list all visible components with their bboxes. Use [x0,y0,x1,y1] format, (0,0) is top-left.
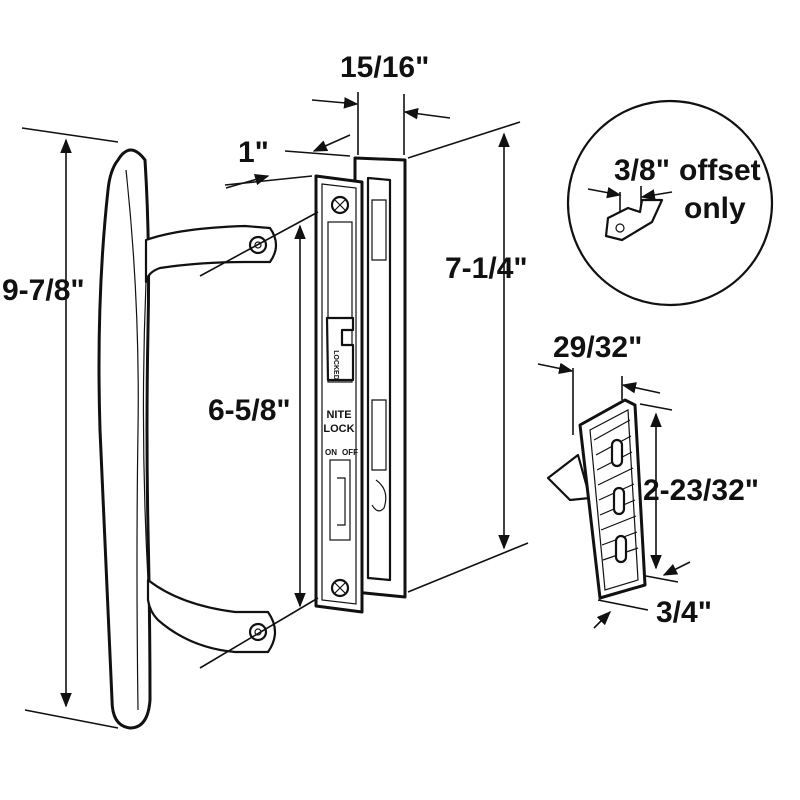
dim-offset-word: offset [679,154,761,187]
face-plate [314,174,364,614]
lock-label: LOCK [323,423,354,435]
dim-keeper-depth: 3/4" [656,596,712,629]
on-label: ON [325,448,337,457]
keeper [546,398,647,600]
dim-keeper-length: 2-23/32" [643,474,759,507]
dim-plate-width: 15/16" [340,51,429,84]
nite-label: NITE [326,409,351,421]
offset-inset [566,99,774,307]
locked-label: LOCKED [332,350,339,380]
off-label: OFF [342,448,358,457]
dimension-lines [21,92,691,729]
dim-keeper-width: 29/32" [553,331,642,364]
dim-hole-spacing: 6-5/8" [208,394,291,427]
dim-offset-note: only [684,192,746,225]
dim-plate-length: 7-1/4" [445,252,528,285]
dim-handle-length: 9-7/8" [2,274,85,307]
dim-offset-value: 3/8" [614,154,670,187]
pull-handle [97,148,278,730]
dim-plate-projection: 1" [238,136,269,169]
